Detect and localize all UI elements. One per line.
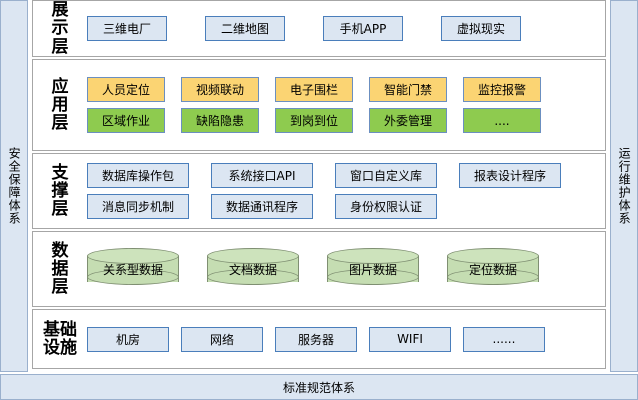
layer-display-body: 三维电厂 二维地图 手机APP 虚拟现实 (85, 1, 605, 56)
node-display-mobile-app[interactable]: 手机APP (323, 16, 403, 42)
node-support-report-design-program[interactable]: 报表设计程序 (459, 163, 561, 189)
layer-application-label: 应用层 (51, 76, 69, 134)
layer-application-row-2: 区域作业 缺陷隐患 到岗到位 外委管理 .... (87, 108, 599, 134)
layer-infrastructure-row-1: 机房 网络 服务器 WIFI ...... (87, 326, 599, 352)
layer-support-row-1: 数据库操作包 系统接口API 窗口自定义库 报表设计程序 (87, 163, 599, 189)
node-app-monitoring-alarm[interactable]: 监控报警 (463, 77, 541, 103)
cylinder-bottom-ellipse (207, 269, 299, 286)
layer-data: 数据层 关系型数据 文档数据 (32, 231, 606, 308)
node-app-personnel-positioning[interactable]: 人员定位 (87, 77, 165, 103)
cylinder-top-ellipse (327, 248, 419, 265)
node-support-message-sync-mechanism[interactable]: 消息同步机制 (87, 194, 189, 220)
node-app-defect-hazard[interactable]: 缺陷隐患 (181, 108, 259, 134)
node-infra-network[interactable]: 网络 (181, 326, 263, 352)
cylinder-top-ellipse (447, 248, 539, 265)
layer-data-label: 数据层 (51, 240, 69, 298)
node-app-smart-access-control[interactable]: 智能门禁 (369, 77, 447, 103)
left-vertical-band-security-system: 安全保障体系 (0, 0, 28, 372)
node-support-identity-authorization[interactable]: 身份权限认证 (335, 194, 437, 220)
layer-support-body: 数据库操作包 系统接口API 窗口自定义库 报表设计程序 消息同步机制 数据通讯… (85, 154, 605, 228)
layer-data-body: 关系型数据 文档数据 图片数据 (85, 232, 605, 306)
cylinder-label: 文档数据 (228, 262, 277, 277)
layer-support-label: 支撑层 (51, 162, 69, 220)
cylinder-document-data[interactable]: 文档数据 (207, 248, 299, 290)
node-app-more[interactable]: .... (463, 108, 541, 134)
layer-application-row-1: 人员定位 视频联动 电子围栏 智能门禁 监控报警 (87, 77, 599, 103)
cylinder-bottom-ellipse (87, 269, 179, 286)
layer-infrastructure: 基础设施 机房 网络 服务器 WIFI ...... (32, 309, 606, 370)
node-support-system-interface-api[interactable]: 系统接口API (211, 163, 313, 189)
layer-support: 支撑层 数据库操作包 系统接口API 窗口自定义库 报表设计程序 消息同步机制 … (32, 153, 606, 230)
cylinder-top-ellipse (207, 248, 299, 265)
node-app-on-post-on-duty[interactable]: 到岗到位 (275, 108, 353, 134)
node-app-outsourcing-management[interactable]: 外委管理 (369, 108, 447, 134)
layer-display-row-1: 三维电厂 二维地图 手机APP 虚拟现实 (87, 16, 599, 42)
layer-support-row-2: 消息同步机制 数据通讯程序 身份权限认证 (87, 194, 599, 220)
bottom-band-standard-specification-system: 标准规范体系 (0, 374, 638, 400)
node-infra-computer-room[interactable]: 机房 (87, 326, 169, 352)
cylinder-label: 图片数据 (348, 262, 397, 277)
node-infra-server[interactable]: 服务器 (275, 326, 357, 352)
cylinder-bottom-ellipse (327, 269, 419, 286)
layer-application-body: 人员定位 视频联动 电子围栏 智能门禁 监控报警 区域作业 缺陷隐患 到岗到位 … (85, 60, 605, 150)
node-app-electronic-fence[interactable]: 电子围栏 (275, 77, 353, 103)
node-app-area-operations[interactable]: 区域作业 (87, 108, 165, 134)
layer-infrastructure-body: 机房 网络 服务器 WIFI ...... (85, 310, 605, 368)
cylinder-label: 关系型数据 (102, 262, 163, 277)
cylinder-bottom-ellipse (447, 269, 539, 286)
node-infra-more[interactable]: ...... (463, 326, 545, 352)
left-band-label: 安全保障体系 (7, 147, 22, 225)
node-infra-wifi[interactable]: WIFI (369, 326, 451, 352)
layer-display-label: 展示层 (51, 0, 69, 57)
node-support-window-custom-library[interactable]: 窗口自定义库 (335, 163, 437, 189)
cylinder-relational-data[interactable]: 关系型数据 (87, 248, 179, 290)
node-support-db-operation-package[interactable]: 数据库操作包 (87, 163, 189, 189)
node-support-data-communication-program[interactable]: 数据通讯程序 (211, 194, 313, 220)
cylinder-top-ellipse (87, 248, 179, 265)
layer-data-row-1: 关系型数据 文档数据 图片数据 (87, 248, 599, 290)
layer-application: 应用层 人员定位 视频联动 电子围栏 智能门禁 监控报警 区域作业 缺陷隐患 到… (32, 59, 606, 152)
layer-display: 展示层 三维电厂 二维地图 手机APP 虚拟现实 (32, 0, 606, 58)
right-band-label: 运行维护体系 (617, 147, 632, 225)
layer-stack: 展示层 三维电厂 二维地图 手机APP 虚拟现实 应用层 人员定位 视频联动 (32, 0, 606, 372)
bottom-band-label: 标准规范体系 (282, 380, 355, 395)
node-display-virtual-reality[interactable]: 虚拟现实 (441, 16, 521, 42)
right-vertical-band-ops-maintenance-system: 运行维护体系 (610, 0, 638, 372)
cylinder-positioning-data[interactable]: 定位数据 (447, 248, 539, 290)
node-display-3d-plant[interactable]: 三维电厂 (87, 16, 167, 42)
cylinder-image-data[interactable]: 图片数据 (327, 248, 419, 290)
cylinder-label: 定位数据 (468, 262, 517, 277)
node-app-video-linkage[interactable]: 视频联动 (181, 77, 259, 103)
node-display-2d-map[interactable]: 二维地图 (205, 16, 285, 42)
layer-infrastructure-label: 基础设施 (43, 319, 77, 359)
